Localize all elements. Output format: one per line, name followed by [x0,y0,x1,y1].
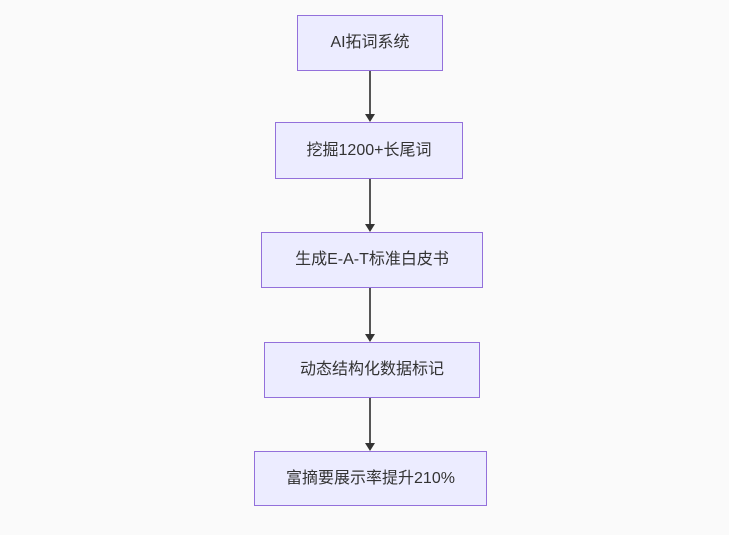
flow-arrow-n2-n3 [364,179,376,232]
arrowhead-down-icon [365,114,375,122]
flow-node-structured-data-markup: 动态结构化数据标记 [264,342,480,398]
flow-node-label: 富摘要展示率提升210% [286,469,455,487]
edge-line [369,398,371,443]
flow-arrow-n3-n4 [364,288,376,342]
flow-node-eat-whitepaper: 生成E-A-T标准白皮书 [261,232,483,288]
flow-node-label: AI拓词系统 [330,34,410,52]
flow-node-label: 挖掘1200+长尾词 [306,141,432,159]
edge-line [369,71,371,114]
arrowhead-down-icon [365,443,375,451]
flow-arrow-n1-n2 [364,71,376,122]
edge-line [369,179,371,224]
arrowhead-down-icon [365,224,375,232]
flow-node-label: 生成E-A-T标准白皮书 [295,251,449,269]
arrowhead-down-icon [365,334,375,342]
edge-line [369,288,371,334]
flow-node-label: 动态结构化数据标记 [299,361,444,379]
flow-arrow-n4-n5 [364,398,376,451]
flow-node-rich-snippet-result: 富摘要展示率提升210% [254,451,487,506]
flow-node-longtail-mining: 挖掘1200+长尾词 [275,122,463,179]
flow-node-ai-word-expansion: AI拓词系统 [297,15,443,71]
